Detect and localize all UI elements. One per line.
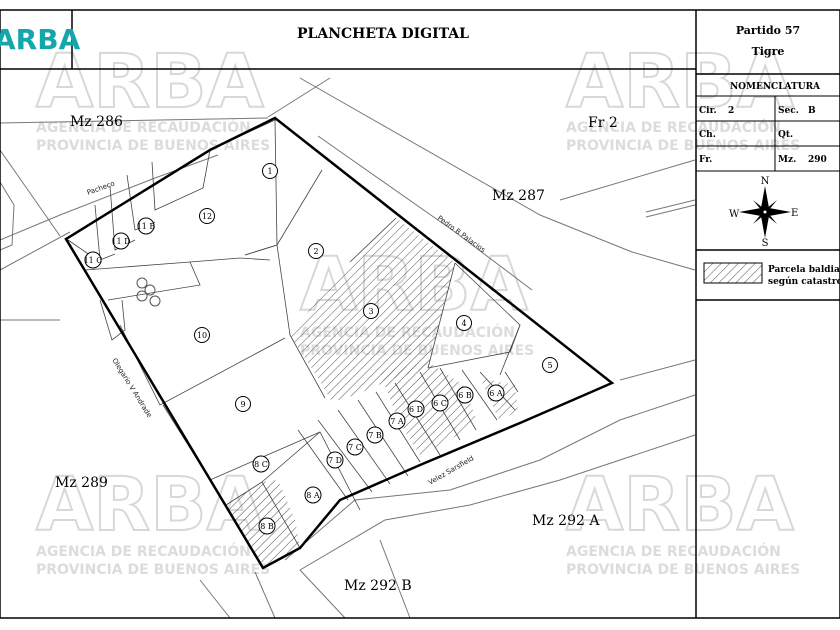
parcel-marker-10: 10: [194, 327, 210, 343]
parcel-marker-6d: 6 D: [407, 400, 425, 418]
page-title: PLANCHETA DIGITAL: [297, 26, 469, 42]
sheet-border: [0, 9, 840, 619]
parcel-marker-8b: 8 B: [258, 517, 276, 535]
svg-text:7 C: 7 C: [348, 443, 362, 452]
localidad-label: Tigre: [752, 45, 785, 58]
svg-text:PROVINCIA DE BUENOS AIRES: PROVINCIA DE BUENOS AIRES: [36, 562, 270, 578]
nomenclatura-title: NOMENCLATURA: [730, 82, 821, 92]
compass-rose-icon: N S E W: [729, 176, 798, 249]
parcel-marker-6b: 6 B: [456, 386, 474, 404]
parcel-marker-4: 4: [456, 315, 472, 331]
svg-text:7 A: 7 A: [390, 417, 404, 426]
parcel-marker-7d: 7 D: [326, 451, 344, 469]
svg-text:11 D: 11 D: [111, 237, 130, 246]
watermark-top-right: ARBA AGENCIA DE RECAUDACIÓN PROVINCIA DE…: [565, 38, 800, 154]
street-lines: [0, 77, 696, 619]
svg-text:7 B: 7 B: [368, 431, 382, 440]
svg-text:4: 4: [461, 319, 466, 328]
svg-text:12: 12: [202, 212, 212, 221]
svg-text:PROVINCIA DE BUENOS AIRES: PROVINCIA DE BUENOS AIRES: [566, 138, 800, 154]
arba-logo: ARBA: [0, 23, 81, 56]
svg-text:8 A: 8 A: [306, 491, 320, 500]
svg-text:11 C: 11 C: [84, 256, 103, 265]
svg-text:3: 3: [368, 307, 373, 316]
parcel-marker-7c: 7 C: [346, 438, 364, 456]
parcel-marker-11b: 11 B: [137, 217, 156, 235]
street-pacheco: Pacheco: [86, 179, 116, 196]
svg-text:6 A: 6 A: [489, 389, 503, 398]
parcel-marker-11c: 11 C: [84, 251, 103, 269]
parcel-marker-8c: 8 C: [252, 455, 270, 473]
svg-text:6 B: 6 B: [458, 391, 472, 400]
svg-text:7 D: 7 D: [328, 456, 342, 465]
partido-label: Partido 57: [736, 24, 800, 37]
right-panel: Partido 57 Tigre NOMENCLATURA Cir. 2 Sec…: [696, 24, 840, 301]
qt-label: Qt.: [778, 130, 793, 140]
svg-text:E: E: [791, 208, 798, 219]
parcel-marker-6c: 6 C: [431, 394, 449, 412]
parcel-marker-8a: 8 A: [304, 486, 322, 504]
svg-text:ARBA: ARBA: [566, 39, 794, 125]
svg-text:N: N: [761, 176, 770, 187]
block-mz-289: Mz 289: [55, 475, 108, 491]
parcel-marker-7b: 7 B: [366, 426, 384, 444]
block-mz-286: Mz 286: [70, 114, 123, 130]
sec-value: B: [808, 106, 816, 116]
legend-line-2: según catastro: [768, 276, 840, 287]
parcel-markers: 1 2 3 4 5 6 A 6 B 6 C 6 D 7 A 7 B 7 C 7 …: [84, 163, 558, 535]
ch-label: Ch.: [699, 130, 716, 140]
svg-text:PROVINCIA DE BUENOS AIRES: PROVINCIA DE BUENOS AIRES: [566, 562, 800, 578]
cir-value: 2: [728, 106, 734, 116]
cir-label: Cir.: [699, 106, 717, 116]
parcel-6-hatch: [380, 362, 476, 455]
parcel-marker-7a: 7 A: [388, 412, 406, 430]
legend-line-1: Parcela baldia: [768, 265, 840, 275]
watermark-bottom-right: ARBA AGENCIA DE RECAUDACIÓN PROVINCIA DE…: [565, 461, 800, 578]
svg-text:AGENCIA DE RECAUDACIÓN: AGENCIA DE RECAUDACIÓN: [36, 118, 251, 136]
svg-text:AGENCIA DE RECAUDACIÓN: AGENCIA DE RECAUDACIÓN: [36, 542, 251, 560]
svg-text:2: 2: [313, 247, 318, 256]
svg-text:5: 5: [547, 361, 552, 370]
block-mz-287: Mz 287: [492, 188, 545, 204]
block-mz-292b: Mz 292 B: [344, 578, 412, 594]
parcel-marker-1: 1: [262, 163, 278, 179]
svg-text:ARBA: ARBA: [566, 462, 794, 548]
block-fr-2: Fr 2: [588, 115, 618, 131]
svg-text:ARBA: ARBA: [36, 39, 264, 125]
parcel-marker-3: 3: [363, 303, 379, 319]
svg-text:1: 1: [267, 167, 272, 176]
svg-text:8 B: 8 B: [260, 522, 274, 531]
fr-label: Fr.: [699, 155, 712, 165]
svg-text:PROVINCIA DE BUENOS AIRES: PROVINCIA DE BUENOS AIRES: [36, 138, 270, 154]
street-olegario-v-andrade: Olegario V Andrade: [110, 357, 153, 419]
block-labels: Mz 286 Fr 2 Mz 287 Mz 289 Mz 292 A Mz 29…: [55, 114, 618, 594]
parcel-11-circles: [136, 277, 161, 307]
block-mz-292a: Mz 292 A: [532, 513, 600, 529]
svg-text:9: 9: [240, 400, 245, 409]
watermark-top-left: ARBA AGENCIA DE RECAUDACIÓN PROVINCIA DE…: [35, 38, 270, 154]
mz-label: Mz.: [778, 155, 796, 165]
sec-label: Sec.: [778, 106, 799, 116]
svg-text:10: 10: [197, 331, 207, 340]
parcel-marker-11d: 11 D: [111, 232, 131, 250]
vacant-legend-swatch: [703, 262, 763, 284]
svg-text:6 C: 6 C: [433, 399, 447, 408]
parcel-marker-6a: 6 A: [487, 384, 505, 402]
svg-text:8 C: 8 C: [254, 460, 268, 469]
svg-text:W: W: [729, 209, 740, 220]
svg-text:AGENCIA DE RECAUDACIÓN: AGENCIA DE RECAUDACIÓN: [566, 542, 781, 560]
svg-text:11 B: 11 B: [137, 222, 156, 231]
svg-text:6 D: 6 D: [409, 405, 423, 414]
mz-value: 290: [808, 155, 827, 165]
parcel-marker-5: 5: [542, 357, 558, 373]
parcel-marker-9: 9: [235, 396, 251, 412]
svg-text:AGENCIA DE RECAUDACIÓN: AGENCIA DE RECAUDACIÓN: [566, 118, 781, 136]
parcel-marker-12: 12: [199, 208, 215, 224]
manzana-boundary: [64, 116, 615, 570]
parcel-marker-2: 2: [308, 243, 324, 259]
svg-text:S: S: [762, 238, 769, 249]
